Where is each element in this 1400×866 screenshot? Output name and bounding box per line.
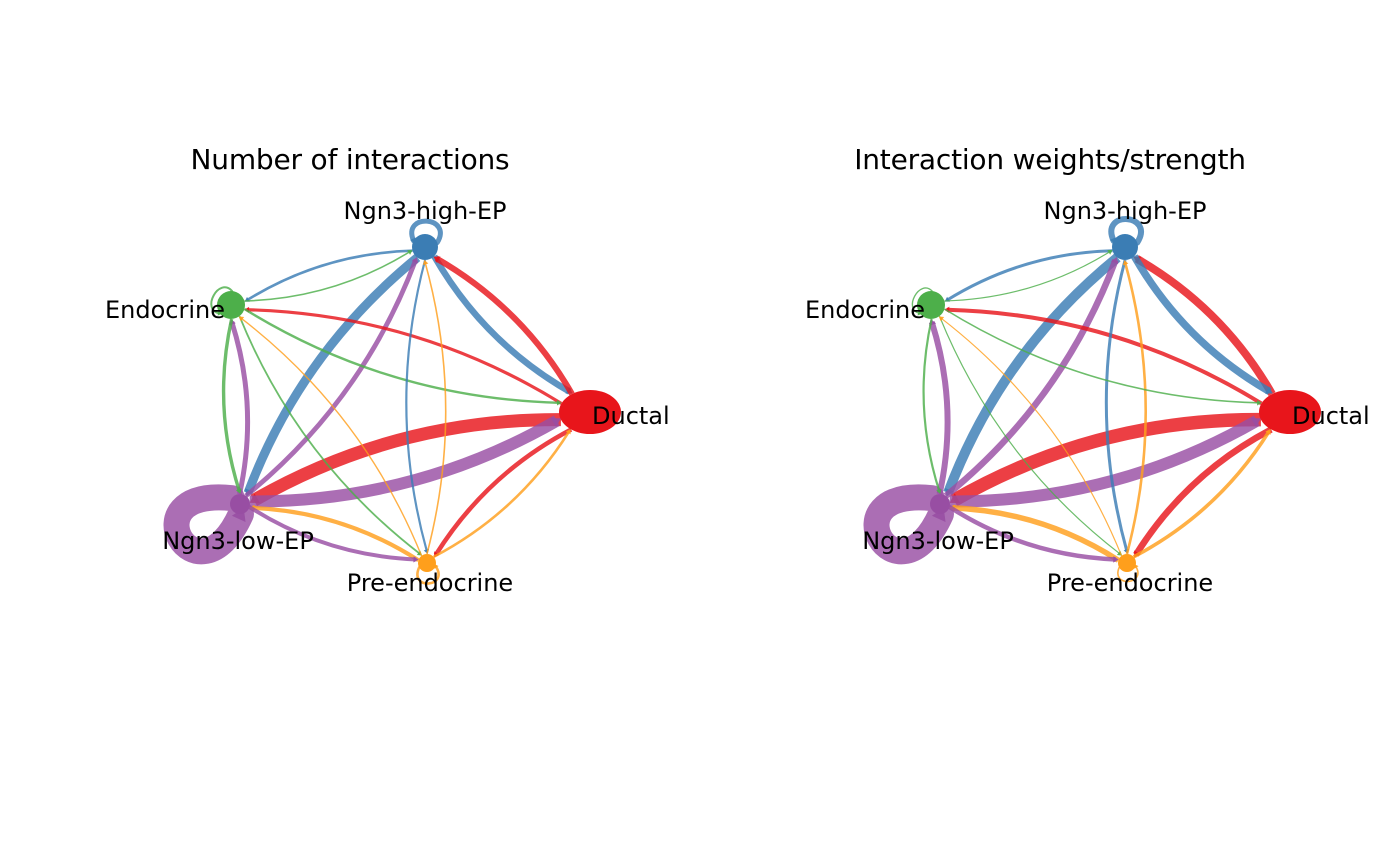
edge-endocrine-self	[210, 286, 234, 315]
edge-ngn3_high-to-ductal	[431, 254, 572, 395]
edge-ngn3_low-to-ductal	[949, 415, 1260, 508]
edge-pre_endocrine-to-ductal	[1132, 430, 1271, 559]
arrowhead-pre_endocrine-to-ductal	[565, 429, 571, 435]
edge-ngn3_low-self	[863, 484, 954, 565]
panel-interaction-weights: Interaction weights/strength Ngn3-high-E…	[700, 0, 1400, 866]
edge-pre_endocrine-to-ngn3_high	[424, 262, 447, 555]
node-label-ngn3_low: Ngn3-low-EP	[862, 527, 1014, 555]
edge-ngn3_high-to-ductal	[1130, 254, 1272, 395]
panel-number-of-interactions: Number of interactions Ngn3-high-EP Endoc…	[105, 143, 670, 597]
edge-pre_endocrine-to-ductal	[432, 430, 571, 559]
arrowhead-ngn3_low-to-ngn3_high	[1111, 256, 1119, 265]
node-label-ngn3_high: Ngn3-high-EP	[344, 197, 507, 225]
edge-ngn3_high-to-pre_endocrine	[1104, 259, 1129, 552]
edge-endocrine-to-pre_endocrine	[938, 315, 1121, 555]
node-endocrine[interactable]	[217, 291, 245, 319]
edge-ngn3_low-to-ductal	[249, 415, 560, 508]
node-ngn3_low[interactable]	[930, 494, 950, 514]
edge-ngn3_high-to-endocrine	[246, 249, 413, 302]
edge-ductal-to-ngn3_high	[1134, 255, 1276, 397]
edge-pre_endocrine-self	[416, 564, 440, 585]
edge-ngn3_low-to-endocrine	[928, 321, 951, 495]
arrowhead-endocrine-to-ngn3_high	[1107, 250, 1113, 255]
arrowhead-ductal-to-ngn3_high	[433, 256, 441, 263]
edge-ngn3_low-to-pre_endocrine	[948, 505, 1116, 562]
node-ngn3_low[interactable]	[230, 494, 250, 514]
edge-ductal-to-ngn3_high	[434, 255, 575, 396]
edge-pre_endocrine-self	[1117, 565, 1139, 583]
edge-pre_endocrine-to-ngn3_high	[1123, 262, 1147, 555]
arrowhead-pre_endocrine-to-ngn3_high	[1122, 260, 1129, 266]
node-ductal[interactable]	[559, 390, 621, 434]
node-pre_endocrine[interactable]	[1118, 554, 1136, 572]
edge-ngn3_high-to-pre_endocrine	[405, 259, 428, 552]
arrowhead-endocrine-to-ngn3_low	[235, 488, 242, 494]
edge-endocrine-self	[911, 287, 933, 315]
panel-title-right: Interaction weights/strength	[854, 143, 1246, 176]
node-label-endocrine: Endocrine	[105, 296, 225, 324]
edge-ngn3_high-self	[409, 218, 443, 246]
arrowhead-pre_endocrine-to-ductal	[1265, 429, 1271, 435]
edge-pre_endocrine-to-endocrine	[240, 317, 423, 557]
edge-pre_endocrine-to-ngn3_low	[252, 505, 420, 563]
arrowhead-endocrine-to-ngn3_high	[407, 250, 413, 255]
edge-ductal-to-ngn3_low	[950, 412, 1261, 507]
node-endocrine[interactable]	[917, 291, 945, 319]
node-label-ngn3_high: Ngn3-high-EP	[1044, 197, 1207, 225]
edge-ngn3_high-to-endocrine	[946, 249, 1113, 302]
node-label-ngn3_low: Ngn3-low-EP	[162, 527, 314, 555]
arrowhead-endocrine-to-ngn3_low	[936, 488, 942, 494]
edge-ngn3_low-to-endocrine	[229, 321, 251, 495]
edge-endocrine-to-ngn3_low	[922, 318, 941, 492]
edge-layer	[163, 218, 575, 585]
arrowhead-ngn3_high-to-ductal	[1265, 386, 1273, 394]
edge-endocrine-to-pre_endocrine	[238, 315, 421, 555]
arrowhead-pre_endocrine-to-endocrine	[238, 316, 245, 322]
arrowhead-endocrine-to-ductal	[556, 399, 562, 406]
edge-endocrine-to-ngn3_high	[244, 250, 411, 302]
node-layer	[917, 234, 1321, 572]
node-pre_endocrine[interactable]	[418, 554, 436, 572]
edge-endocrine-to-ngn3_high	[944, 250, 1111, 302]
panel-title-left: Number of interactions	[190, 143, 510, 176]
node-label-ductal: Ductal	[1292, 402, 1370, 430]
edge-endocrine-to-ductal	[943, 308, 1260, 404]
node-layer	[217, 234, 621, 572]
node-label-ductal: Ductal	[592, 402, 670, 430]
arrowhead-pre_endocrine-to-ngn3_high	[422, 259, 429, 265]
edge-endocrine-to-ngn3_low	[221, 318, 242, 492]
edge-ngn3_low-to-pre_endocrine	[248, 505, 416, 562]
arrowhead-pre_endocrine-to-endocrine	[938, 316, 945, 322]
node-ductal[interactable]	[1259, 390, 1321, 434]
edge-ngn3_high-to-ngn3_low	[243, 254, 421, 495]
edge-ngn3_low-to-ngn3_high	[943, 258, 1119, 499]
edge-pre_endocrine-to-endocrine	[940, 317, 1123, 557]
edge-pre_endocrine-to-ngn3_low	[952, 505, 1120, 563]
edge-ngn3_high-to-ngn3_low	[943, 253, 1121, 495]
arrowhead-ngn3_low-to-pre_endocrine	[1113, 556, 1119, 563]
edge-ngn3_low-self	[163, 484, 254, 565]
edge-ductal-to-ngn3_low	[250, 413, 561, 506]
edge-ductal-to-pre_endocrine	[433, 427, 573, 557]
edge-ngn3_high-self	[1108, 216, 1144, 246]
arrowhead-ngn3_low-to-ductal	[1250, 418, 1261, 428]
arrowhead-ngn3_low-to-pre_endocrine	[413, 556, 419, 563]
edge-endocrine-to-ductal	[243, 307, 560, 404]
edge-ductal-to-pre_endocrine	[1133, 426, 1273, 557]
node-ngn3_high[interactable]	[412, 234, 438, 260]
edge-ngn3_low-to-ngn3_high	[244, 259, 418, 498]
node-label-pre_endocrine: Pre-endocrine	[1047, 569, 1213, 597]
arrowhead-ngn3_low-to-ngn3_high	[411, 257, 419, 264]
edge-layer	[863, 216, 1276, 583]
arrowhead-ngn3_low-to-ductal	[550, 418, 561, 428]
arrowhead-endocrine-to-ductal	[1257, 399, 1262, 406]
node-ngn3_high[interactable]	[1112, 234, 1138, 260]
node-label-pre_endocrine: Pre-endocrine	[347, 569, 513, 597]
node-label-endocrine: Endocrine	[805, 296, 925, 324]
